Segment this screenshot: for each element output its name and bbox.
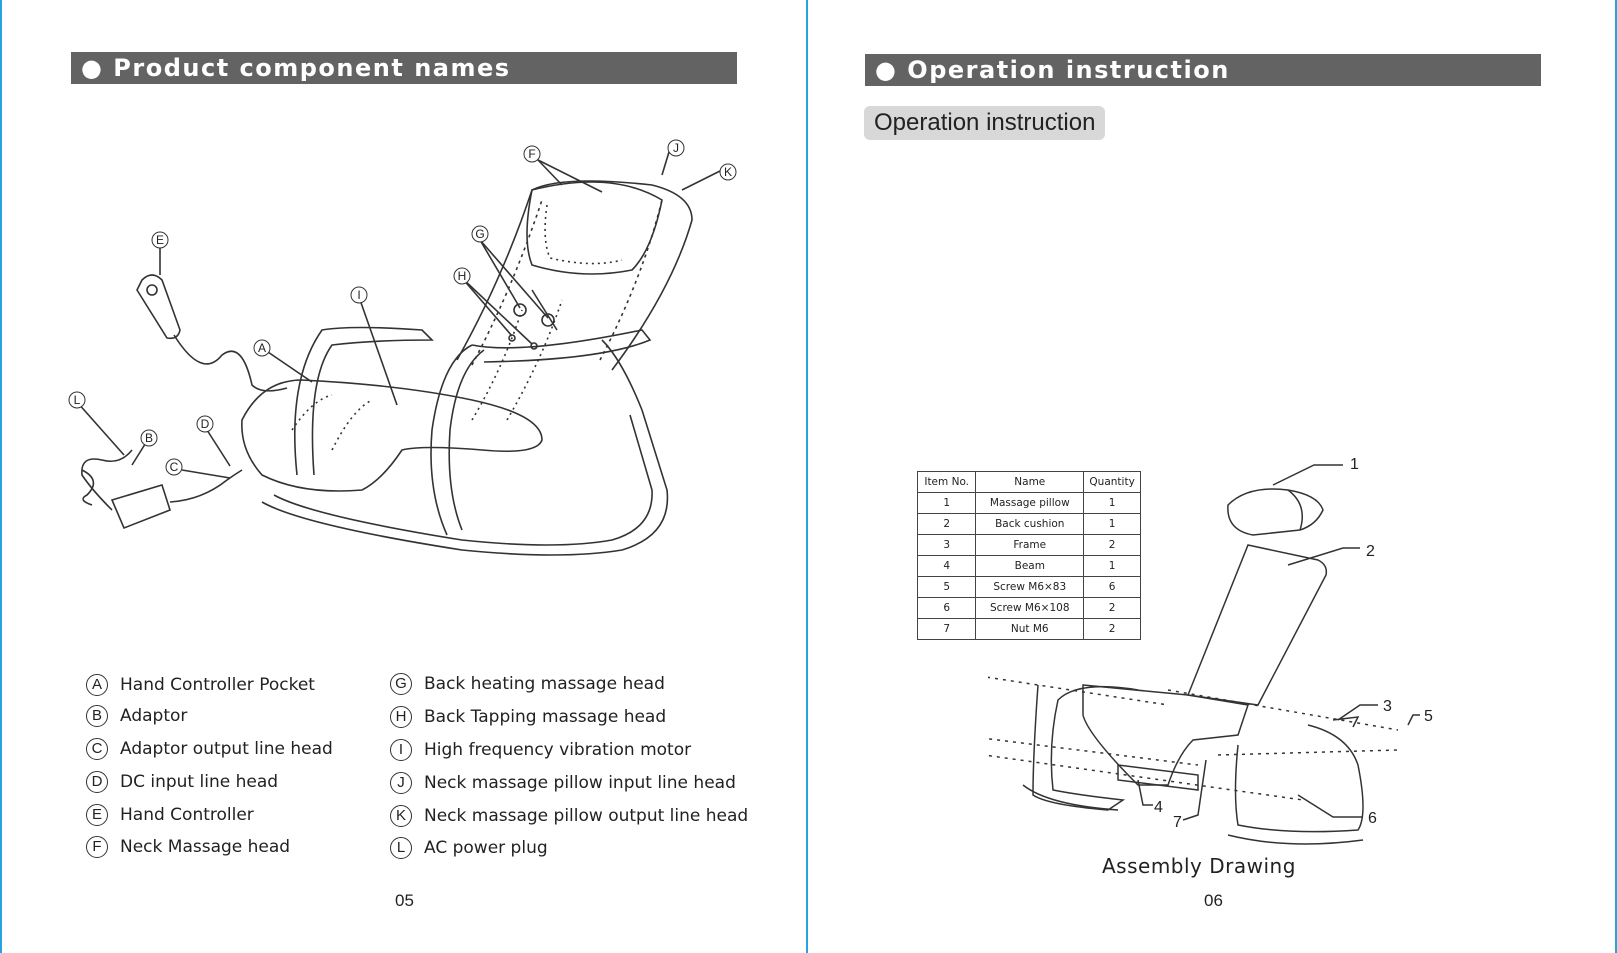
svg-text:H: H bbox=[458, 269, 467, 283]
component-name: Adaptor output line head bbox=[120, 739, 333, 759]
component-name: Back Tapping massage head bbox=[424, 707, 667, 727]
right-page: ● Operation instruction Operation instru… bbox=[808, 0, 1617, 953]
circle-letter: J bbox=[390, 772, 412, 794]
component-name: High frequency vibration motor bbox=[424, 740, 692, 760]
svg-text:K: K bbox=[724, 165, 732, 179]
circle-letter: E bbox=[86, 804, 108, 826]
table-cell: Frame bbox=[975, 534, 1085, 556]
circle-letter: A bbox=[86, 674, 108, 696]
svg-text:A: A bbox=[258, 341, 266, 355]
callout-e: E bbox=[151, 231, 169, 249]
drawing-number-4: 4 bbox=[1154, 799, 1163, 816]
callout-l: L bbox=[68, 391, 86, 409]
callout-a: A bbox=[253, 339, 271, 357]
component-name: Neck Massage head bbox=[120, 837, 291, 857]
svg-text:F: F bbox=[528, 147, 535, 161]
left-page: ● Product component names bbox=[0, 0, 808, 953]
svg-text:G: G bbox=[475, 227, 484, 241]
legend-item-j: J Neck massage pillow input line head bbox=[390, 772, 736, 794]
circle-letter: K bbox=[390, 805, 412, 827]
callout-f: F bbox=[523, 145, 541, 163]
component-name: Adaptor bbox=[120, 706, 188, 726]
column-header: Quantity bbox=[1083, 471, 1141, 493]
callout-b: B bbox=[140, 429, 158, 447]
svg-text:D: D bbox=[201, 417, 210, 431]
circle-letter: F bbox=[86, 836, 108, 858]
legend-item-c: C Adaptor output line head bbox=[86, 738, 333, 760]
component-name: Neck massage pillow output line head bbox=[424, 806, 749, 826]
svg-text:C: C bbox=[170, 460, 179, 474]
page-number-left: 05 bbox=[395, 891, 414, 910]
table-cell: 3 bbox=[916, 534, 977, 556]
table-cell: 6 bbox=[916, 597, 977, 619]
table-cell: Beam bbox=[975, 555, 1085, 577]
drawing-caption: Assembly Drawing bbox=[1102, 854, 1296, 878]
legend-item-i: I High frequency vibration motor bbox=[390, 739, 691, 761]
svg-text:L: L bbox=[74, 393, 81, 407]
component-name: DC input line head bbox=[120, 772, 279, 792]
legend-item-a: A Hand Controller Pocket bbox=[86, 674, 315, 696]
circle-letter: H bbox=[390, 706, 412, 728]
section-title-components: ● Product component names bbox=[71, 52, 737, 84]
table-cell: 5 bbox=[916, 576, 977, 598]
circle-letter: D bbox=[86, 771, 108, 793]
circle-letter: L bbox=[390, 837, 412, 859]
callout-k: K bbox=[719, 163, 737, 181]
legend-item-b: B Adaptor bbox=[86, 705, 187, 727]
callout-d: D bbox=[196, 415, 214, 433]
drawing-number-2: 2 bbox=[1366, 543, 1375, 560]
table-cell: 2 bbox=[916, 513, 977, 535]
column-header: Item No. bbox=[916, 471, 977, 493]
circle-letter: B bbox=[86, 705, 108, 727]
drawing-number-6: 6 bbox=[1368, 810, 1377, 827]
svg-text:E: E bbox=[156, 233, 164, 247]
legend-item-k: K Neck massage pillow output line head bbox=[390, 805, 748, 827]
component-name: Back heating massage head bbox=[424, 674, 665, 694]
subheading-pill: Operation instruction bbox=[864, 106, 1106, 140]
svg-text:I: I bbox=[357, 288, 360, 302]
column-header: Name bbox=[975, 471, 1085, 493]
drawing-number-7: 7 bbox=[1173, 814, 1182, 831]
assembly-drawing: 1 2 3 4 5 6 7 bbox=[988, 456, 1433, 845]
component-name: Neck massage pillow input line head bbox=[424, 773, 736, 793]
circle-letter: C bbox=[86, 738, 108, 760]
massage-chair-diagram: F J K G E H I A L D B C bbox=[68, 139, 737, 556]
callout-h: H bbox=[453, 267, 471, 285]
svg-text:B: B bbox=[145, 431, 153, 445]
table-cell: 1 bbox=[916, 492, 977, 514]
legend-item-h: H Back Tapping massage head bbox=[390, 706, 666, 728]
legend-item-d: D DC input line head bbox=[86, 771, 278, 793]
circle-letter: G bbox=[390, 673, 412, 695]
component-name: Hand Controller Pocket bbox=[120, 675, 315, 695]
callout-i: I bbox=[350, 286, 368, 304]
table-cell: Nut M6 bbox=[975, 618, 1085, 640]
callout-g: G bbox=[471, 225, 489, 243]
page-number-right: 06 bbox=[1204, 891, 1223, 910]
table-cell: 4 bbox=[916, 555, 977, 577]
drawing-number-5: 5 bbox=[1424, 708, 1433, 725]
callout-j: J bbox=[667, 139, 685, 157]
component-name: Hand Controller bbox=[120, 805, 254, 825]
legend-item-l: L AC power plug bbox=[390, 837, 548, 859]
callout-c: C bbox=[165, 458, 183, 476]
legend-item-e: E Hand Controller bbox=[86, 804, 254, 826]
drawing-number-3: 3 bbox=[1383, 698, 1392, 715]
table-cell: 2 bbox=[1083, 618, 1141, 640]
component-name: AC power plug bbox=[424, 838, 548, 858]
svg-text:J: J bbox=[673, 141, 679, 155]
legend-item-f: F Neck Massage head bbox=[86, 836, 290, 858]
table-cell: 7 bbox=[916, 618, 977, 640]
section-title-operation: ● Operation instruction bbox=[865, 54, 1541, 86]
drawing-number-1: 1 bbox=[1350, 456, 1359, 473]
table-header-row: Item No. Name Quantity bbox=[916, 471, 1141, 493]
circle-letter: I bbox=[390, 739, 412, 761]
table-cell: Screw M6×108 bbox=[975, 597, 1085, 619]
legend-item-g: G Back heating massage head bbox=[390, 673, 665, 695]
